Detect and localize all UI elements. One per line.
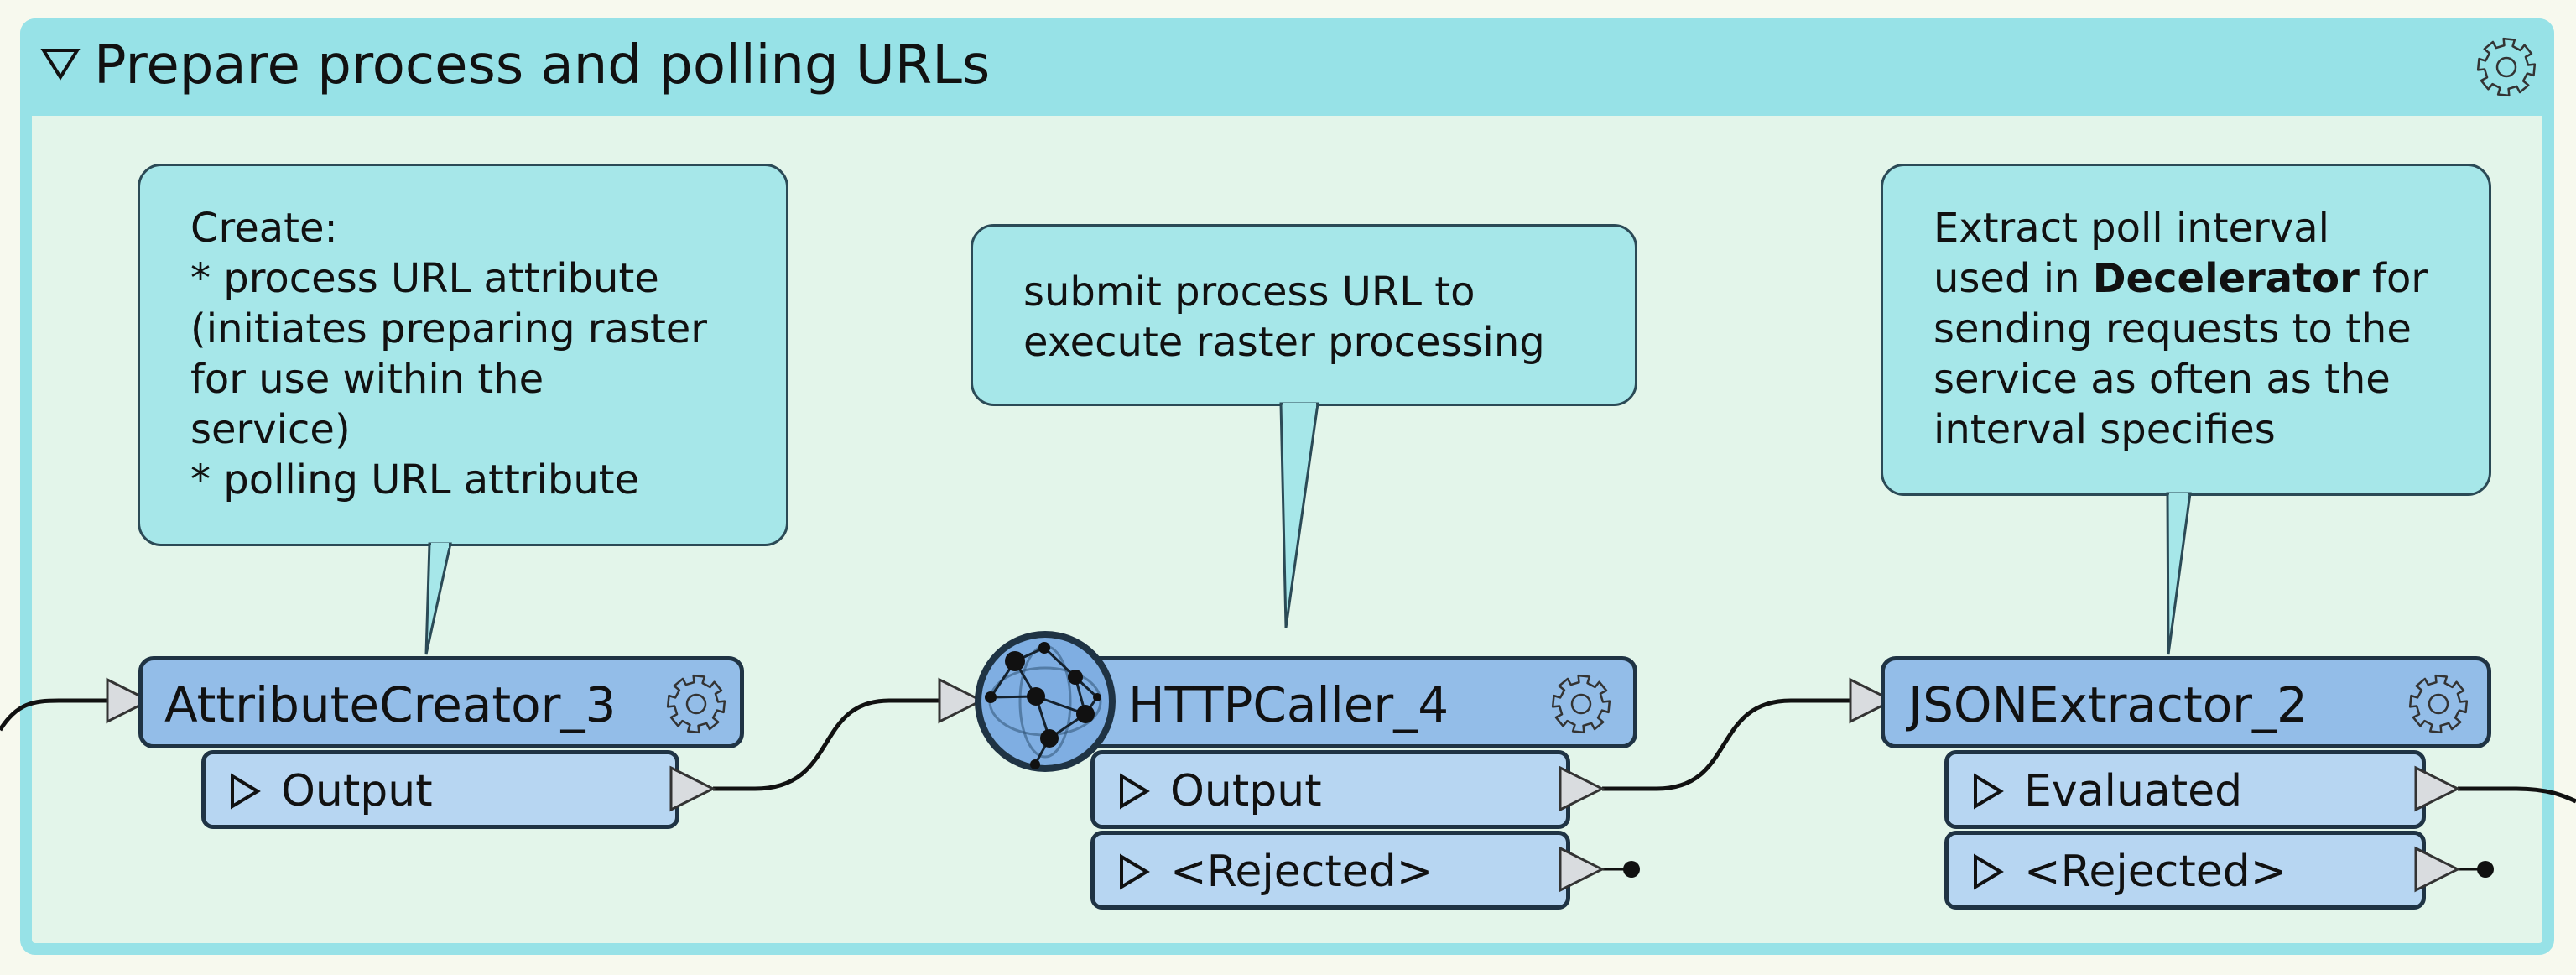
output-port-output[interactable]: Output bbox=[201, 750, 679, 829]
input-port-arrow-jsonextractor[interactable] bbox=[1849, 677, 1896, 725]
note-line-with-bold: used in Decelerator for bbox=[1933, 253, 2438, 304]
expand-triangle-icon[interactable] bbox=[1974, 773, 2004, 810]
output-port-rejected[interactable]: <Rejected> bbox=[1090, 831, 1570, 910]
output-port-rejected[interactable]: <Rejected> bbox=[1944, 831, 2426, 910]
rejected-end-dot-http bbox=[1623, 861, 1640, 878]
note-text: for bbox=[2359, 255, 2428, 302]
output-port-arrow[interactable] bbox=[2414, 765, 2461, 813]
transformer-name: HTTPCaller_4 bbox=[1128, 676, 1449, 733]
note-line: submit process URL to bbox=[1023, 269, 1475, 315]
connection-jsonextractor-output bbox=[2458, 786, 2576, 804]
expand-triangle-icon[interactable] bbox=[1120, 853, 1150, 890]
note-line: * polling URL attribute bbox=[190, 456, 640, 503]
transformer-name: AttributeCreator_3 bbox=[164, 676, 617, 733]
note-line: service as often as the bbox=[1933, 356, 2391, 403]
transformer-attributecreator[interactable]: AttributeCreator_3 bbox=[138, 656, 744, 748]
transformer-httpcaller[interactable]: HTTPCaller_4 bbox=[1040, 656, 1637, 748]
output-port-arrow[interactable] bbox=[669, 765, 716, 813]
note-line: Extract poll interval bbox=[1933, 205, 2329, 252]
transformer-gear-icon[interactable] bbox=[1549, 672, 1613, 736]
note-pointer-create bbox=[424, 542, 452, 655]
output-port-arrow[interactable] bbox=[1559, 765, 1605, 813]
note-bold-text: Decelerator bbox=[2092, 255, 2360, 302]
bookmark-title: Prepare process and polling URLs bbox=[94, 34, 991, 96]
annotation-note-submit[interactable]: submit process URL to execute raster pro… bbox=[971, 224, 1637, 406]
note-line: execute raster processing bbox=[1023, 319, 1545, 366]
transformer-gear-icon[interactable] bbox=[664, 672, 728, 736]
input-port-arrow-httpcaller[interactable] bbox=[938, 677, 985, 725]
connection-attributecreator-to-httpcaller bbox=[713, 698, 944, 791]
port-label: <Rejected> bbox=[2024, 847, 2287, 897]
note-pointer-extract bbox=[2166, 492, 2192, 655]
globe-network-icon bbox=[975, 631, 1116, 772]
note-line: Create: bbox=[190, 205, 338, 252]
output-port-output[interactable]: Output bbox=[1090, 750, 1570, 829]
note-pointer-submit bbox=[1279, 402, 1319, 628]
output-port-evaluated[interactable]: Evaluated bbox=[1944, 750, 2426, 829]
note-line: * process URL attribute bbox=[190, 255, 659, 302]
rejected-port-arrow[interactable] bbox=[2414, 846, 2461, 894]
connection-httpcaller-to-jsonextractor bbox=[1602, 698, 1862, 791]
collapse-triangle-icon[interactable] bbox=[40, 49, 81, 81]
transformer-gear-icon[interactable] bbox=[2407, 672, 2470, 736]
note-line: interval specifies bbox=[1933, 406, 2276, 453]
bookmark-header[interactable] bbox=[20, 18, 2554, 116]
note-line: service) bbox=[190, 406, 351, 453]
port-label: Output bbox=[281, 766, 433, 816]
note-line: sending requests to the bbox=[1933, 305, 2412, 352]
expand-triangle-icon[interactable] bbox=[1974, 853, 2004, 890]
connection-input-to-attributecreator bbox=[0, 698, 113, 732]
note-line: for use within the bbox=[190, 356, 544, 403]
expand-triangle-icon[interactable] bbox=[1120, 773, 1150, 810]
annotation-note-create[interactable]: Create: * process URL attribute (initiat… bbox=[138, 164, 788, 546]
rejected-port-arrow[interactable] bbox=[1559, 846, 1605, 894]
expand-triangle-icon[interactable] bbox=[231, 773, 261, 810]
port-label: <Rejected> bbox=[1170, 847, 1434, 897]
transformer-jsonextractor[interactable]: JSONExtractor_2 bbox=[1881, 656, 2491, 748]
input-port-arrow-attributecreator[interactable] bbox=[106, 677, 153, 725]
note-text: used in bbox=[1933, 255, 2093, 302]
rejected-end-dot-json bbox=[2477, 861, 2494, 878]
note-line: (initiates preparing raster bbox=[190, 305, 708, 352]
bookmark-gear-icon[interactable] bbox=[2473, 34, 2540, 101]
port-label: Evaluated bbox=[2024, 766, 2243, 816]
transformer-name: JSONExtractor_2 bbox=[1908, 676, 2308, 733]
port-label: Output bbox=[1170, 766, 1322, 816]
annotation-note-extract[interactable]: Extract poll interval used in Decelerato… bbox=[1881, 164, 2491, 496]
